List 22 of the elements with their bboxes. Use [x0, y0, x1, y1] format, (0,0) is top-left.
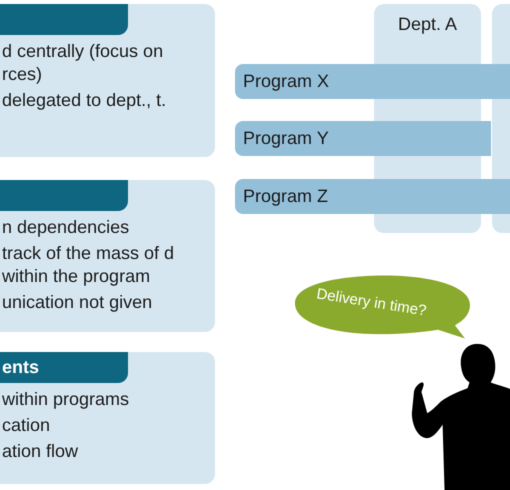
program-bar: [235, 179, 510, 214]
info-panel: [0, 4, 215, 157]
bullet-text: within programs: [2, 388, 130, 411]
program-label: Program X: [243, 71, 330, 91]
program-bar: [235, 64, 510, 99]
bullet-text: n dependencies: [2, 216, 130, 239]
program-label: Program Z: [243, 186, 328, 206]
info-panel: [0, 352, 215, 484]
header-tab: [0, 4, 128, 35]
bullet-text: unication not given: [2, 291, 154, 314]
program-bar: [235, 121, 491, 156]
column-heading: Dept. A: [398, 14, 458, 34]
bullet-text: delegated to dept., t.: [2, 89, 168, 112]
header-text: ents: [2, 356, 40, 379]
info-panel: [0, 180, 215, 332]
header-tab: [0, 180, 128, 211]
bullet-text: cation: [2, 414, 52, 437]
program-label: Program Y: [243, 128, 329, 148]
bullet-text: ation flow: [2, 440, 80, 463]
bullet-text: d centrally (focus on rces): [2, 40, 164, 86]
bubble-text: Delivery in time?: [315, 285, 428, 320]
header-tab: [0, 352, 128, 383]
